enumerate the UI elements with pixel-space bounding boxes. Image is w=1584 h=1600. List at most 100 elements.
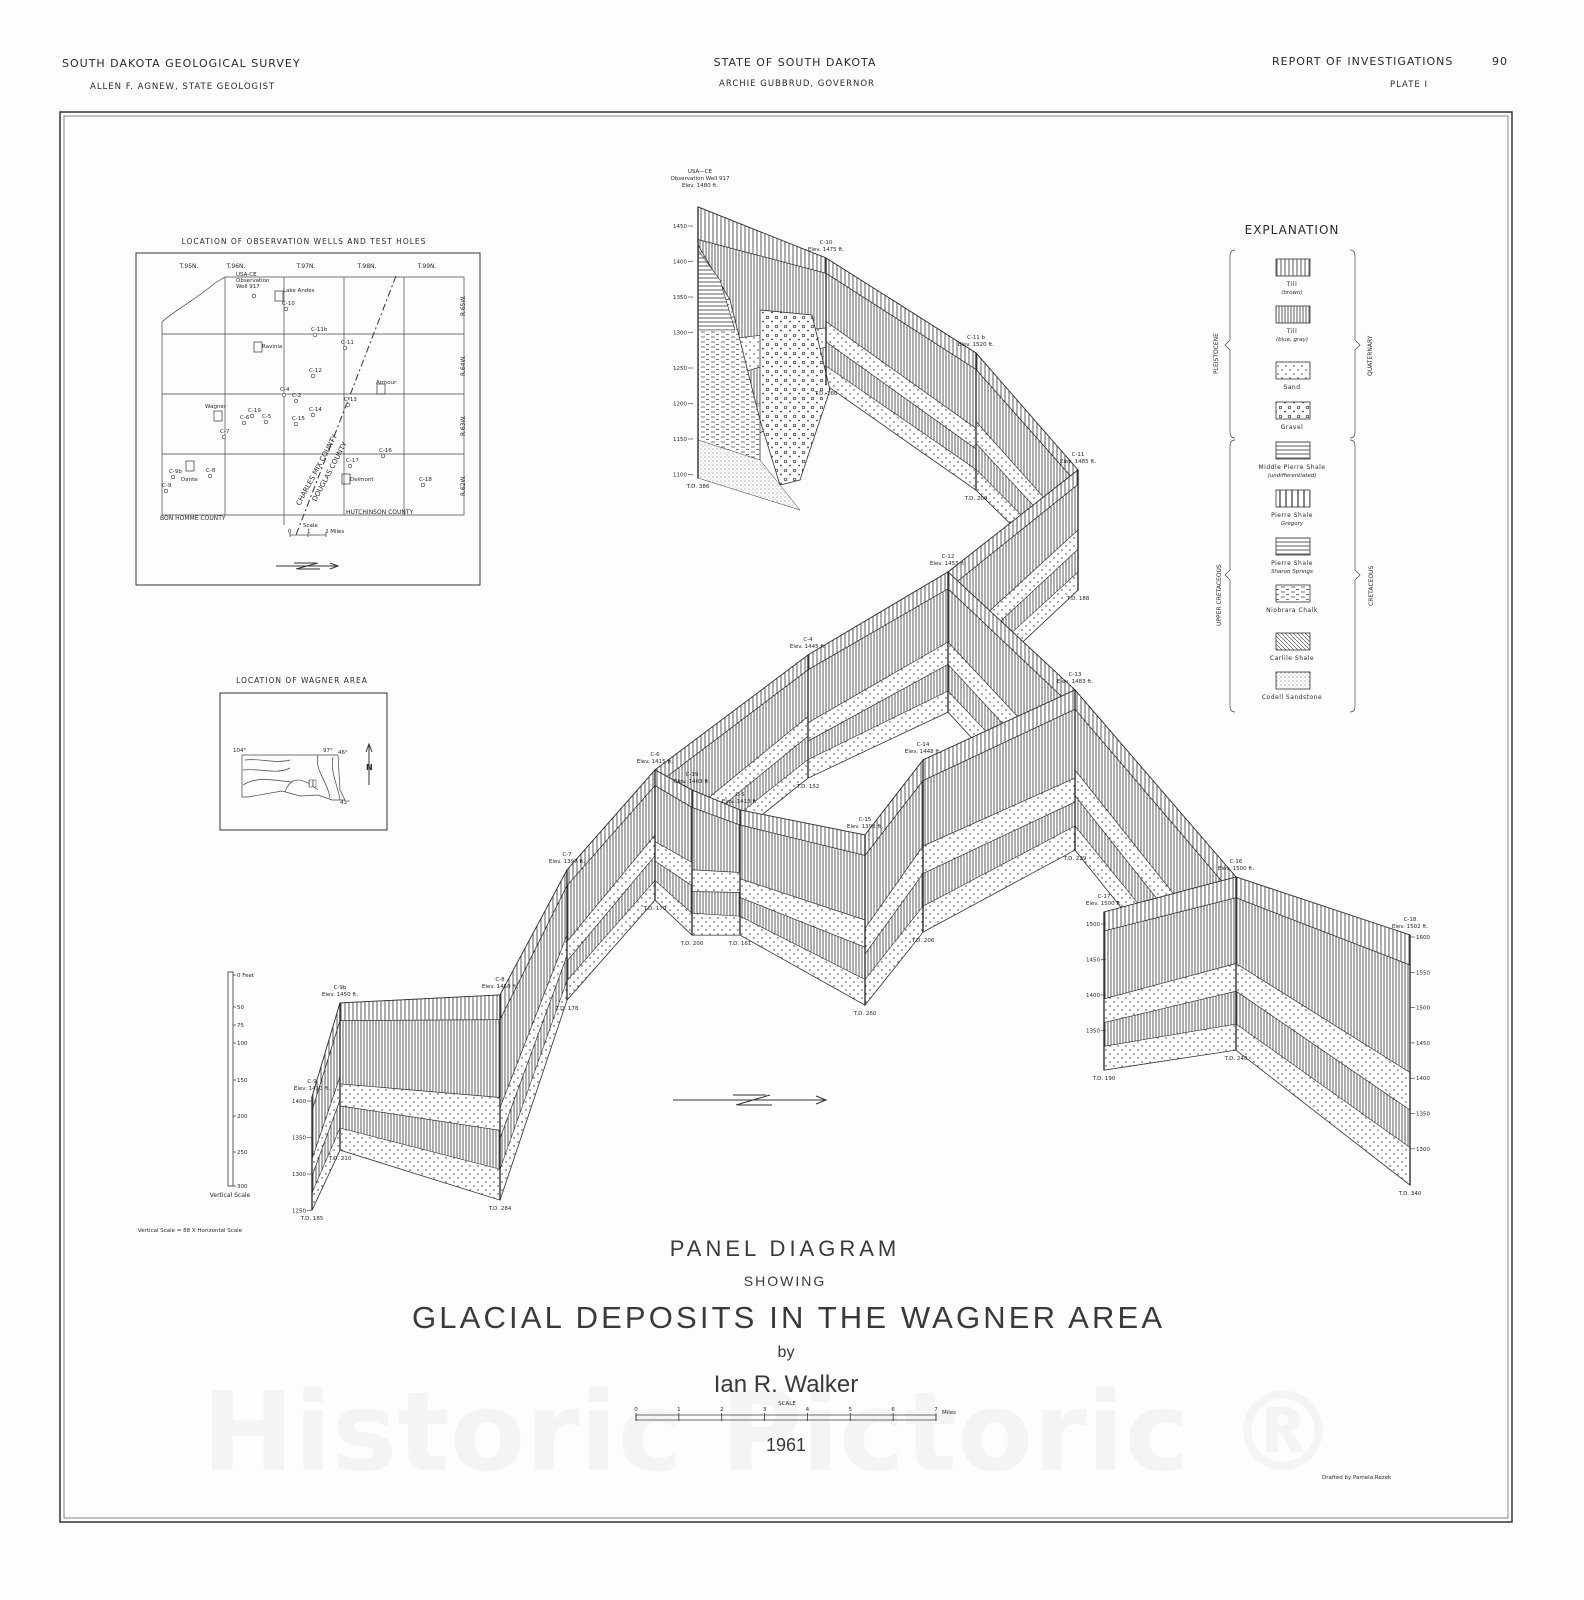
explanation-legend: EXPLANATION PLEISTOCENE QUATERNARY UPPER… bbox=[1213, 223, 1375, 713]
elevation-tick: 1200 bbox=[673, 402, 687, 408]
elevation-tick: 1300 bbox=[673, 331, 687, 337]
scale-bar-label: SCALE bbox=[778, 1401, 796, 1407]
well-name: C-9b bbox=[334, 985, 347, 991]
map-well-label: C-6 bbox=[240, 415, 250, 421]
township-label: T.98N. bbox=[357, 263, 377, 270]
elevation-tick: 1500 bbox=[1086, 922, 1100, 928]
well-marker bbox=[263, 419, 269, 425]
elevation-tick: 1300 bbox=[292, 1172, 306, 1178]
group-pleistocene: PLEISTOCENE bbox=[1213, 333, 1220, 374]
author-name: Ian R. Walker bbox=[714, 1371, 858, 1398]
panel-C-14-to-C-15 bbox=[864, 758, 924, 1007]
well-elevation: Elev. 1453 ft. bbox=[930, 561, 966, 567]
legend-item-till-brown: Till(brown) bbox=[1275, 258, 1311, 296]
well-name: C-11 bbox=[1072, 452, 1085, 458]
total-depth: T.D. 284 bbox=[488, 1206, 512, 1212]
scale-tick: 0 bbox=[634, 1407, 638, 1413]
town-wagner: Wagner bbox=[205, 404, 227, 410]
well-marker bbox=[310, 412, 316, 418]
map-well-label: C-11b bbox=[311, 327, 328, 333]
scale-tick: 3 bbox=[763, 1407, 767, 1413]
well-name: C-8 bbox=[495, 977, 505, 983]
north-arrow-icon bbox=[365, 742, 373, 785]
legend-label: Codell Sandstone bbox=[1262, 694, 1322, 701]
legend-label: Niobrara Chalk bbox=[1266, 607, 1318, 614]
well-elevation: Elev. 1393 ft. bbox=[847, 824, 883, 830]
elevation-tick: 1350 bbox=[292, 1136, 306, 1142]
inner-frame bbox=[63, 115, 1509, 1519]
vertical-scale-tick: 100 bbox=[237, 1041, 248, 1047]
well-elevation: Elev. 1475 ft. bbox=[808, 247, 844, 253]
legend-note: Sharon Springs bbox=[1271, 569, 1313, 575]
total-depth: T.D. 200 bbox=[964, 496, 988, 502]
town-lake-andes: Lake Andes bbox=[283, 288, 315, 294]
scale-tick: 6 bbox=[891, 1407, 895, 1413]
elevation-tick: 1450 bbox=[673, 224, 687, 230]
township-label: T.99N. bbox=[417, 263, 437, 270]
well-marker bbox=[342, 345, 348, 351]
well-marker bbox=[163, 488, 169, 494]
total-depth: T.D. 386 bbox=[686, 484, 710, 490]
map-well-label: C-18 bbox=[419, 477, 432, 483]
pattern-swatch bbox=[1275, 632, 1311, 651]
drafter-credit: Drafted by Pamela Rezek bbox=[1322, 1475, 1392, 1481]
vertical-scale-tick: 250 bbox=[237, 1150, 248, 1156]
well-name: C-19 bbox=[686, 772, 699, 778]
map-well-label: C-16 bbox=[379, 448, 392, 454]
town-marker bbox=[253, 341, 263, 353]
longitude-97: 97° bbox=[323, 748, 333, 754]
map-well-label: C-4 bbox=[280, 387, 290, 393]
well-marker bbox=[207, 473, 213, 479]
well-elevation: Elev. 1445 ft. bbox=[790, 644, 826, 650]
town-marker bbox=[376, 383, 386, 395]
legend-item-till-blue: Till(blue, gray) bbox=[1275, 305, 1311, 343]
panel-diagram bbox=[311, 206, 1411, 1211]
total-depth: T.D. 178 bbox=[555, 1006, 579, 1012]
map-well-label: C-5 bbox=[262, 414, 272, 420]
well-name: C-16 bbox=[1230, 859, 1243, 865]
location-map-title: LOCATION OF OBSERVATION WELLS AND TEST H… bbox=[182, 237, 427, 246]
map-scale-2: 2 Miles bbox=[325, 529, 344, 535]
scale-tick: 2 bbox=[720, 1407, 724, 1413]
elevation-tick: 1350 bbox=[1416, 1112, 1430, 1118]
town-ravinia: Ravinia bbox=[262, 344, 282, 350]
legend-label: Till bbox=[1286, 281, 1297, 288]
well-name: C-17 bbox=[1098, 894, 1111, 900]
latitude-43: 43° bbox=[340, 800, 350, 806]
vertical-scale-tick: 200 bbox=[237, 1114, 248, 1120]
title-panel-diagram: PANEL DIAGRAM bbox=[670, 1236, 900, 1261]
well-name: USA—CE bbox=[688, 169, 713, 175]
pattern-swatch bbox=[1275, 258, 1311, 277]
outer-frame bbox=[59, 111, 1513, 1523]
well-name: C-13 bbox=[1069, 672, 1082, 678]
header: SOUTH DAKOTA GEOLOGICAL SURVEY ALLEN F. … bbox=[62, 55, 1507, 92]
scale-tick: 1 bbox=[677, 1407, 681, 1413]
obs-well-label-2: Observation bbox=[236, 278, 270, 284]
legend-label: Gravel bbox=[1281, 424, 1304, 431]
well-marker bbox=[293, 421, 299, 427]
elevation-tick: 1150 bbox=[673, 437, 687, 443]
total-depth: T.D. 161 bbox=[728, 941, 752, 947]
panel-C-9b-to-C-9 bbox=[311, 1002, 341, 1211]
north-arrow-icon bbox=[673, 1094, 828, 1106]
well-marker bbox=[310, 373, 316, 379]
range-label: R.63W. bbox=[460, 415, 467, 436]
well-elevation: Elev. 1415 ft. bbox=[637, 759, 673, 765]
range-label: R.65W. bbox=[460, 295, 467, 316]
county-bon-homme: BON HOMME COUNTY bbox=[160, 515, 226, 522]
legend-item-carlile: Carlile Shale bbox=[1270, 632, 1314, 662]
well-marker bbox=[345, 402, 351, 408]
longitude-104: 104° bbox=[233, 748, 246, 754]
well-elevation: Elev. 1413 ft. bbox=[722, 799, 758, 805]
legend-label: Carlile Shale bbox=[1270, 655, 1314, 662]
legend-item-shale-h: Middle Pierre Shale(undifferentiated) bbox=[1258, 441, 1325, 479]
